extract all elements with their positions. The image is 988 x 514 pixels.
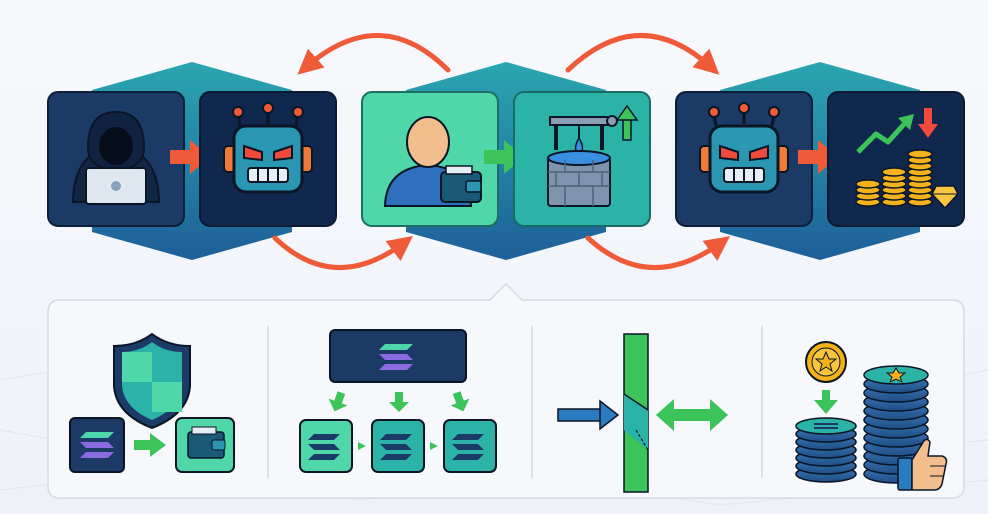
double-arrow-icon (656, 399, 728, 431)
malicious-bot-tile (199, 91, 337, 227)
down-arrow-icon (328, 391, 470, 412)
curved-arrow-back-icon (297, 33, 451, 75)
thumbs-up-icon (897, 438, 948, 491)
gem-icon (931, 185, 959, 210)
curved-arrow-bottom-icon (272, 235, 413, 270)
arrow-right-icon (557, 399, 620, 431)
hooded-hacker-laptop-icon (71, 110, 161, 205)
coin-stack-icon (863, 365, 929, 484)
shield-icon (113, 332, 191, 430)
arrow-right-icon (430, 442, 438, 450)
curved-arrow-forward-icon (565, 33, 720, 75)
curved-arrows (272, 33, 731, 270)
trend-up-icon (856, 114, 914, 154)
protected-transfer-section (69, 332, 235, 473)
arrow-right-icon (134, 433, 166, 457)
wishing-well-pool-icon (547, 104, 639, 207)
staking-rewards-section (795, 341, 948, 491)
down-arrow-icon (918, 108, 938, 138)
bottom-panel (47, 282, 965, 499)
token-icon (443, 419, 497, 473)
token-icon (371, 419, 425, 473)
token-icon (69, 417, 125, 473)
star-coin-icon (805, 341, 847, 383)
up-arrow-icon (615, 104, 639, 141)
curved-arrow-bottom-icon (585, 235, 731, 270)
profit-tile (827, 91, 965, 227)
gate-bar-icon (623, 333, 649, 493)
hacker-tile (47, 91, 185, 227)
angry-robot-icon (699, 102, 789, 194)
user-with-wallet-icon (383, 116, 482, 207)
arrow-right-icon (358, 442, 366, 450)
user-wallet-tile (361, 91, 499, 227)
token-icon (329, 329, 467, 383)
token-icon (299, 419, 353, 473)
wallet-icon (175, 417, 235, 473)
down-arrow-icon (814, 390, 838, 414)
second-bot-tile (675, 91, 813, 227)
coin-stack-icon (795, 417, 857, 483)
slippage-gate-section (557, 333, 728, 493)
angry-robot-icon (223, 102, 313, 194)
split-routing-section (299, 329, 497, 473)
coins-gem-profit-icon (855, 108, 959, 210)
liquidity-pool-tile (513, 91, 651, 227)
